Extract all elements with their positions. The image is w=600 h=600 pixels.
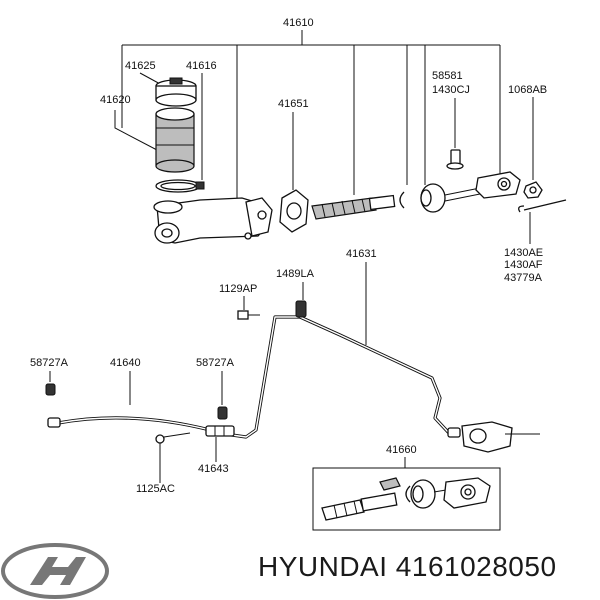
hose-joint [205,425,235,437]
label-1068AB: 1068AB [508,84,547,96]
clamp-ring [155,179,205,193]
hose-clip-left [45,383,56,396]
label-1430AE: 1430AE [504,247,543,259]
leader-lines [49,30,534,531]
label-41616: 41616 [186,60,217,72]
label-43779A: 43779A [504,272,543,284]
brand-caption: HYUNDAI 4161028050 [258,551,557,582]
cylinder-body [153,197,273,244]
hyundai-logo-icon [1,543,109,599]
clevis [475,171,521,199]
piston-spring [311,194,396,220]
gasket [279,189,309,233]
kit-boot [410,479,447,509]
label-41620: 41620 [100,94,131,106]
label-41643: 41643 [198,463,229,475]
nut [523,181,543,199]
release-cylinder-kit [321,477,491,521]
reservoir-body [155,107,195,173]
label-41625: 41625 [125,60,156,72]
boot [420,183,481,213]
label-41631: 41631 [346,248,377,260]
hose-clip-right [217,406,228,420]
kit-cylinder-end [443,477,491,509]
label-41651: 41651 [278,98,309,110]
bolt-1125ac [155,432,191,444]
label-41660: 41660 [386,444,417,456]
label-58581: 58581 [432,70,463,82]
release-cylinder-stub [461,421,540,453]
label-41640: 41640 [110,357,141,369]
snap-ring [399,191,405,209]
label-1430CJ: 1430CJ [432,84,470,96]
label-1430AF: 1430AF [504,259,543,271]
clevis-pin [446,149,464,170]
label-1489LA: 1489LA [276,268,315,280]
label-1129AP: 1129AP [219,283,257,295]
bolt-1129ap [237,310,260,320]
clutch-tube-line [230,300,540,453]
label-41610: 41610 [283,17,314,29]
kit-push-rod [321,477,401,521]
flexible-hose [45,383,235,444]
label-58727A-right: 58727A [196,357,235,369]
master-cylinder-assembly [153,77,567,244]
label-58727A-left: 58727A [30,357,69,369]
reservoir-cap [155,77,197,107]
cotter-pin [518,199,567,213]
label-1125AC: 1125AC [136,483,175,495]
